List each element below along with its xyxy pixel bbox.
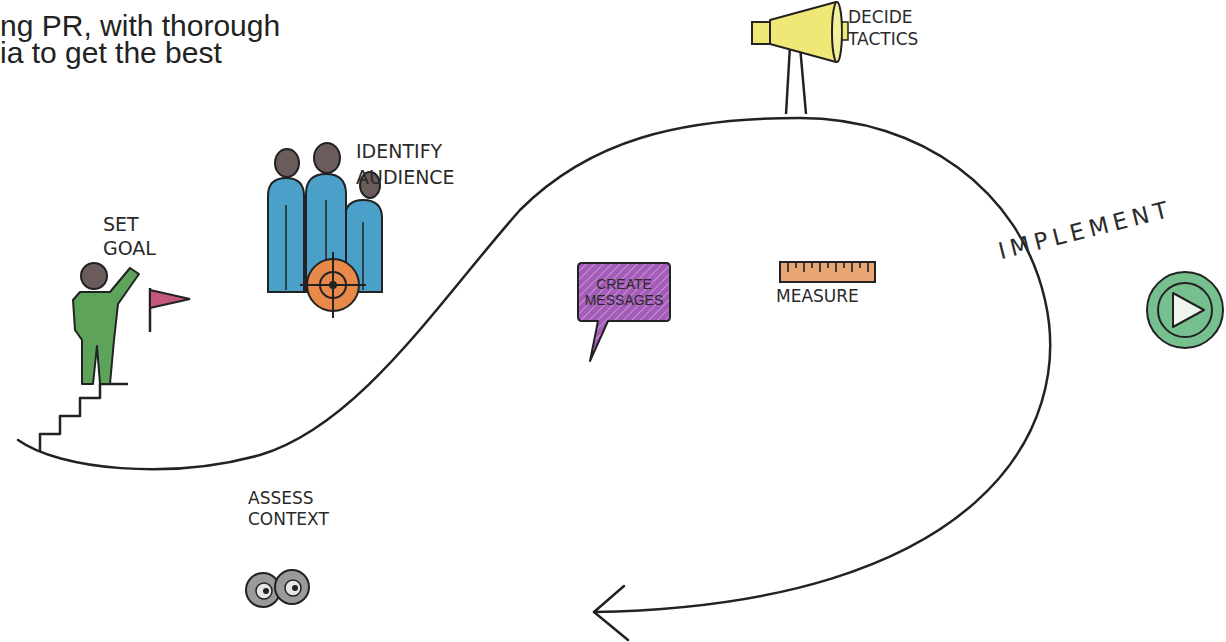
audience-line	[285, 205, 287, 290]
audience-line	[362, 222, 364, 290]
step-label: SET GOAL	[103, 212, 183, 260]
audience-head	[314, 143, 340, 173]
process-curve	[18, 118, 1050, 612]
step-label: MEASURE	[776, 286, 896, 306]
crosshair	[332, 252, 334, 318]
megaphone-bell	[832, 2, 842, 62]
bubble-shape	[578, 263, 670, 361]
play-ring	[1158, 283, 1212, 337]
step-label: DECIDE TACTICS	[848, 6, 938, 50]
audience-head	[275, 149, 299, 177]
step-label: CREATE MESSAGES	[581, 276, 667, 308]
arrow-head	[594, 586, 628, 640]
megaphone	[770, 2, 836, 62]
ruler-ticks	[788, 262, 868, 272]
step-label: ASSESS CONTEXT	[248, 488, 343, 530]
megaphone-stand	[786, 46, 806, 114]
stairs	[40, 384, 128, 452]
person-figure	[73, 268, 139, 384]
flag	[150, 290, 190, 308]
play-button	[1147, 272, 1223, 348]
step-label: IMPLEMENT	[996, 181, 1226, 264]
intro-text: ng PR, with thorough ia to get the best	[0, 12, 300, 66]
binoculars	[275, 570, 309, 604]
binoculars-lens	[256, 583, 272, 599]
megaphone-handle	[842, 22, 848, 40]
person-head	[81, 263, 107, 289]
ruler	[780, 262, 875, 282]
binoculars-lens	[285, 580, 301, 596]
megaphone-mouthpiece	[752, 22, 770, 44]
audience-person	[268, 178, 304, 292]
speech-bubble: CREATE MESSAGES	[578, 263, 670, 321]
binoculars-pupil	[292, 585, 298, 591]
binoculars-pupil	[263, 588, 269, 594]
step-label: IDENTIFY AUDIENCE	[356, 138, 481, 190]
play-icon	[1173, 293, 1204, 327]
